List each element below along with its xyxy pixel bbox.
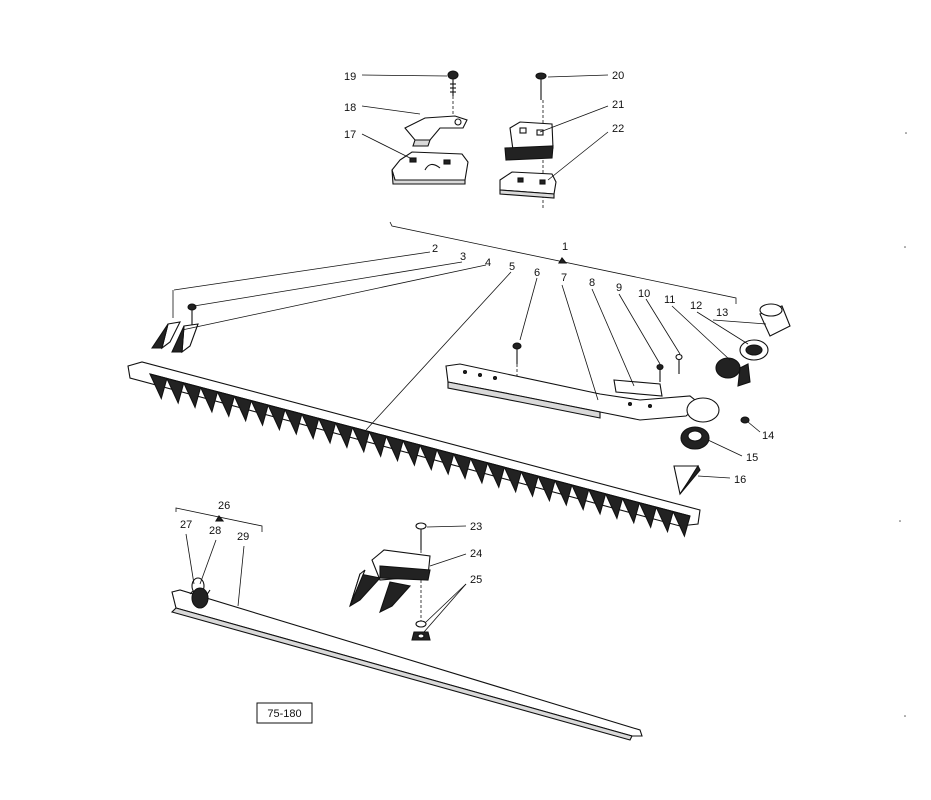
part-7-knife-head: [445, 363, 701, 421]
reference-code: 75-180: [267, 708, 301, 720]
callout-20: 20: [612, 70, 624, 82]
part-25-nut-washer: [411, 620, 431, 641]
part-12-ring: [739, 339, 769, 361]
callout-2: 2: [432, 243, 438, 255]
part-13-sleeve: [759, 303, 791, 337]
callout-6: 6: [534, 267, 540, 279]
part-16-section: [673, 464, 701, 496]
callout-29: 29: [237, 531, 249, 543]
callout-15: 15: [746, 452, 758, 464]
part-29-cutter-bar: [170, 589, 643, 741]
part-9-bolt: [656, 363, 664, 382]
part-5-knife-bar: [127, 361, 701, 538]
callout-19: 19: [344, 71, 356, 83]
part-11-bearing: [686, 357, 751, 423]
callout-10: 10: [638, 288, 650, 300]
bracket-assembly-26: [175, 507, 263, 532]
callout-21: 21: [612, 99, 624, 111]
callout-13: 13: [716, 307, 728, 319]
callout-16: 16: [734, 474, 746, 486]
bracket-assembly-1: [389, 221, 737, 304]
callout-4: 4: [485, 257, 491, 269]
leader-lines: [173, 74, 767, 633]
callout-3: 3: [460, 251, 466, 263]
callout-5: 5: [509, 261, 515, 273]
part-10-bolt: [675, 353, 683, 374]
callout-12: 12: [690, 300, 702, 312]
part-8-plate: [613, 379, 663, 397]
scan-specks: [899, 132, 907, 717]
callout-23: 23: [470, 521, 482, 533]
callout-17: 17: [344, 129, 356, 141]
reference-code-box: 75-180: [256, 702, 313, 724]
part-21-block: [504, 121, 554, 161]
part-22-wear-plate: [499, 171, 557, 199]
callout-24: 24: [470, 548, 482, 560]
callout-18: 18: [344, 102, 356, 114]
callout-28: 28: [209, 525, 221, 537]
part-18-clip: [404, 115, 468, 147]
part-14-nut: [740, 416, 750, 424]
callout-14: 14: [762, 430, 774, 442]
part-2-3-4-section: [150, 290, 199, 354]
callout-26: 26: [218, 500, 230, 512]
callout-labels: 19 18 17 20 21 22 1 2 3 4 5 6 7 8 9 10 1…: [180, 70, 774, 586]
callout-11: 11: [664, 294, 675, 306]
part-19-bolt: [447, 70, 459, 118]
callout-27: 27: [180, 519, 192, 531]
callout-1: 1: [562, 241, 568, 253]
callout-8: 8: [589, 277, 595, 289]
part-24-guard: [349, 549, 431, 614]
callout-9: 9: [616, 282, 622, 294]
part-15-roller: [680, 426, 710, 450]
callout-7: 7: [561, 272, 567, 284]
part-28-spring: [189, 577, 211, 609]
part-17-plate: [391, 151, 469, 185]
callout-25: 25: [470, 574, 482, 586]
callout-22: 22: [612, 123, 624, 135]
